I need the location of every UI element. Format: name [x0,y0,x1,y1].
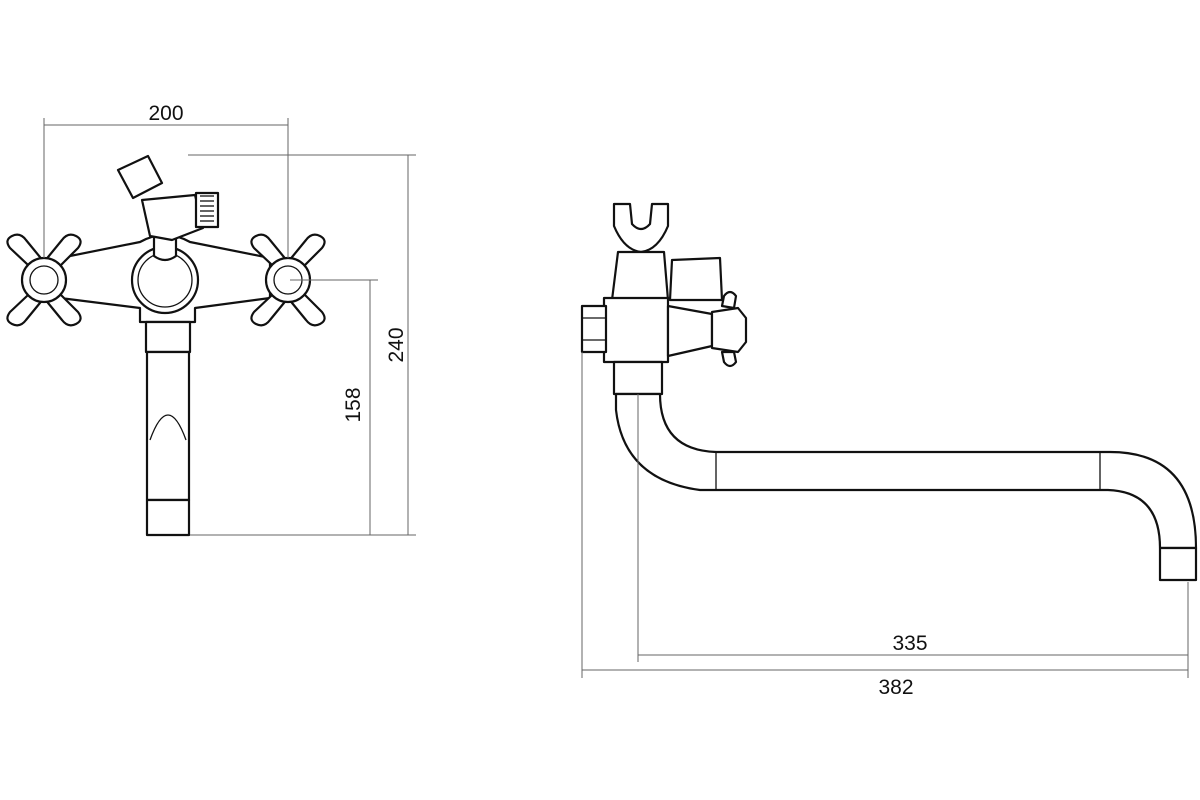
front-right-handle [250,233,326,327]
side-total-dimension: 382 [581,352,1188,699]
front-spout-height-dimension: 158 [290,279,378,535]
side-view [580,202,1198,582]
side-spout [614,392,1198,550]
side-nut [580,304,608,354]
front-shower-outlet [140,193,205,242]
front-spout-highlight [149,414,187,441]
side-reach-dimension: 335 [637,394,1189,678]
side-cone [666,304,714,358]
front-view [6,154,326,537]
side-handle [710,306,748,354]
front-aerator [145,498,191,537]
side-valve-body [602,296,670,364]
front-spout [145,350,191,502]
dim-240: 240 [385,327,408,362]
dim-335: 335 [892,632,927,655]
side-clip-stem [610,250,670,302]
dim-200: 200 [148,102,183,125]
dim-158: 158 [342,387,365,422]
front-thread [194,191,220,229]
front-shower-holder [116,154,164,200]
side-aerator [1158,546,1198,582]
side-spout-collar [612,360,664,396]
side-top-control [668,256,724,302]
side-shower-clip [612,202,670,254]
front-spout-collar [144,320,192,354]
front-height-dimension: 240 [188,154,416,536]
front-width-dimension: 200 [43,102,289,258]
dim-382: 382 [878,676,913,699]
